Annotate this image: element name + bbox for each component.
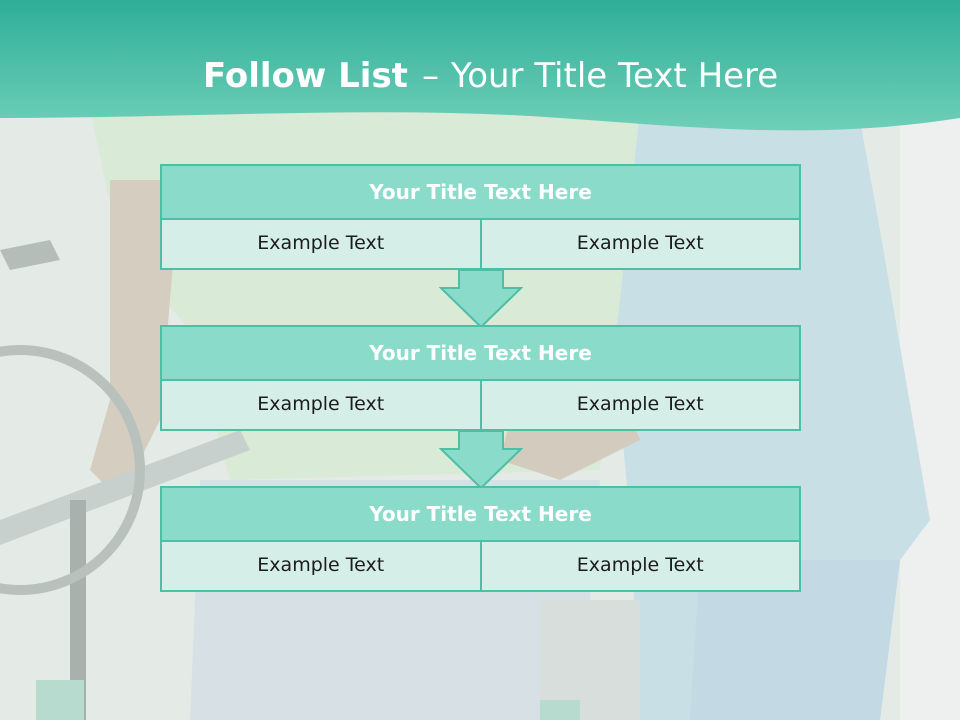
block-cell-left: Example Text (257, 554, 385, 576)
block-title: Your Title Text Here (160, 486, 801, 542)
title-bold: Follow List (203, 56, 408, 96)
down-arrow-icon (439, 431, 523, 489)
title-separator: – (421, 56, 439, 96)
list-block-2: Your Title Text Here Example Text Exampl… (160, 325, 801, 431)
block-title: Your Title Text Here (160, 325, 801, 381)
down-arrow-icon (439, 270, 523, 328)
block-cell-right: Example Text (479, 542, 800, 590)
list-block-1: Your Title Text Here Example Text Exampl… (160, 164, 801, 270)
list-block-3: Your Title Text Here Example Text Exampl… (160, 486, 801, 592)
block-cell-left: Example Text (257, 232, 385, 254)
title-rest: Your Title Text Here (450, 56, 779, 96)
block-row: Example Text Example Text (160, 542, 801, 592)
block-cell-right: Example Text (479, 220, 800, 268)
block-title: Your Title Text Here (160, 164, 801, 220)
block-row: Example Text Example Text (160, 381, 801, 431)
block-cell-right: Example Text (479, 381, 800, 429)
header-band (0, 0, 960, 131)
slide-title: Follow List–Your Title Text Here (203, 54, 778, 98)
block-cell-left: Example Text (257, 393, 385, 415)
block-row: Example Text Example Text (160, 220, 801, 270)
